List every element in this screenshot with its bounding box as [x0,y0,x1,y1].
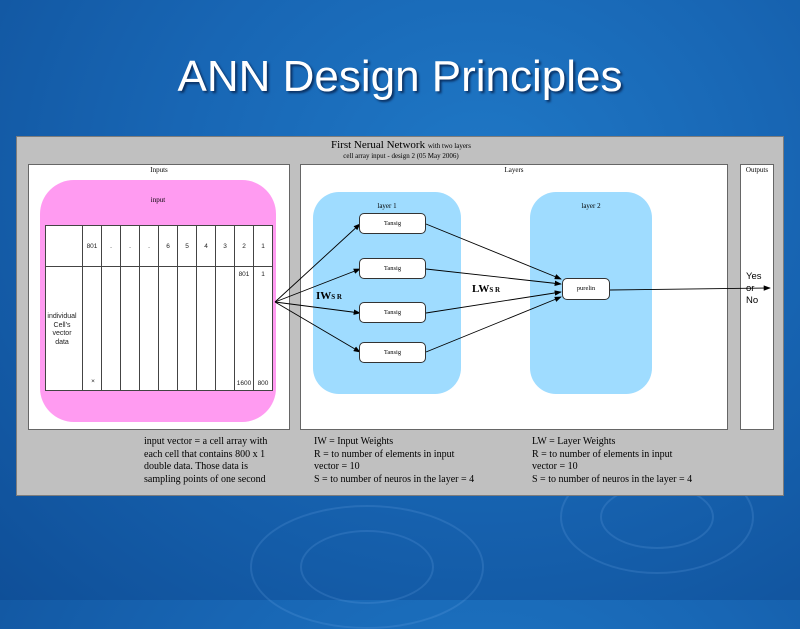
lw-subscript: S R [489,286,501,294]
input-blob-label: input [150,196,166,204]
inputs-label: Inputs [150,166,168,174]
note-line: input vector = a cell array with [144,436,268,447]
grid-cell: 801 [238,271,250,278]
layer1-neuron: Tansig [359,258,426,279]
grid-header: . [148,243,150,250]
grid-header: 6 [166,243,170,250]
grid-header: 2 [242,243,246,250]
input-weights-label: IWS R [316,290,342,302]
figure-title: First Nerual Network with two layers [17,139,785,151]
grid-cell: 1600 [236,380,252,387]
lw-note: LW = Layer Weights R = to number of elem… [532,436,692,486]
grid-line [158,226,159,390]
grid-header: 1 [261,243,265,250]
grid-line [82,226,83,390]
input-note: input vector = a cell array with each ce… [144,436,267,486]
layer2-label: layer 2 [581,202,601,210]
input-to-layer1-arrows [274,223,361,353]
cells-label: individual Cell's vector data [47,313,77,346]
grid-line [253,226,254,390]
note-line: LW = Layer Weights [532,436,616,447]
layer1-neuron: Tansig [359,342,426,363]
grid-line [177,226,178,390]
note-line: vector = 10 [532,461,578,472]
grid-header: 3 [223,243,227,250]
note-line: IW = Input Weights [314,436,394,447]
grid-line [101,226,102,390]
outputs-panel: Outputs [740,164,774,430]
grid-line [120,226,121,390]
note-line: R = to number of elements in input [532,448,673,460]
outputs-label: Outputs [745,166,769,174]
note-line: double data. Those data is [144,461,248,472]
arrow-n3-out [425,290,562,314]
grid-header: 5 [185,243,189,250]
output-line: No [746,295,759,306]
output-text: Yes or No [746,271,762,307]
note-line: sampling points of one second [144,473,266,485]
note-line: S = to number of neuros in the layer = 4 [314,473,475,485]
layer-weights-label: LWS R [472,283,500,295]
background-ripple [300,530,434,604]
note-line: R = to number of elements in input [314,448,455,460]
layer1-neuron: Tansig [359,302,426,323]
grid-line [215,226,216,390]
arrow-input-n2 [274,268,361,303]
connections [274,223,771,353]
arrow-n4-out [425,296,562,353]
figure-title-small: with two layers [427,142,471,150]
note-line: S = to number of neuros in the layer = 4 [532,473,693,485]
arrow-n1-out [425,223,562,280]
arrow-input-n3 [274,301,361,315]
input-grid: 801 . . . 6 5 4 3 2 1 801 1 1600 800 × [45,225,273,391]
output-line: or [746,283,755,294]
arrow-n2-out [425,268,562,286]
arrow-input-n4 [274,301,361,353]
arrow-input-n1 [274,223,361,303]
layer1-neuron: Tansig [359,213,426,234]
slide-title: ANN Design Principles [177,52,623,101]
iw-label: IW [316,290,332,302]
layer2-neuron: purelin [562,278,610,300]
grid-header: 801 [86,243,98,250]
output-line: Yes [746,271,762,282]
layer1-to-layer2-arrows [425,223,562,353]
layers-label: Layers [504,166,524,174]
grid-cell: 800 [257,380,269,387]
grid-cell: × [91,378,95,385]
grid-header: . [129,243,131,250]
grid-line [46,266,272,267]
figure-title-main: First Nerual Network [330,139,426,151]
grid-line [139,226,140,390]
grid-line [234,226,235,390]
lw-label: LW [472,283,490,295]
grid-line [196,226,197,390]
network-diagram: First Nerual Network with two layers cel… [16,136,784,496]
grid-header: . [110,243,112,250]
figure-subtitle: cell array input - design 2 (05 May 2006… [343,152,459,160]
iw-subscript: S R [331,293,342,301]
iw-note: IW = Input Weights R = to number of elem… [314,436,474,486]
grid-header: 4 [204,243,208,250]
grid-cell: 1 [261,271,265,278]
layer1-label: layer 1 [377,202,397,210]
note-line: vector = 10 [314,461,360,472]
note-line: each cell that contains 800 x 1 [144,448,266,460]
arrow-layer2-output [609,285,771,291]
